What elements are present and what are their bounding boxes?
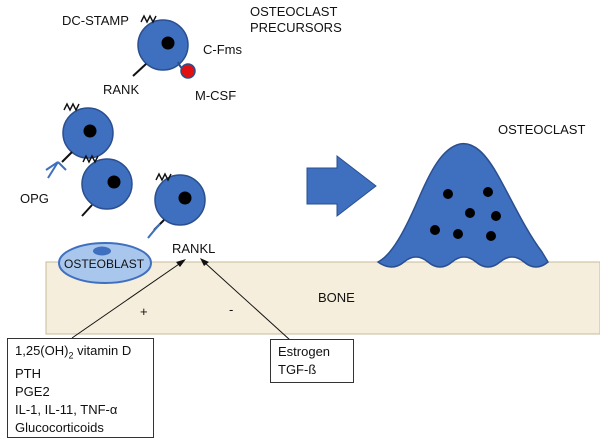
precursor-cell-middle: [81, 154, 133, 217]
inhibitor-item: Estrogen: [278, 344, 331, 359]
transition-arrow: [306, 154, 377, 218]
label-osteoblast: OSTEOBLAST: [64, 257, 145, 271]
opg-blocker: [45, 161, 67, 179]
label-plus: +: [140, 304, 148, 319]
label-rank: RANK: [103, 82, 140, 97]
label-bone: BONE: [318, 290, 355, 305]
label-dc-stamp: DC-STAMP: [62, 13, 129, 28]
label-minus: -: [229, 302, 234, 317]
precursor-cell-top: [132, 14, 196, 79]
title-line-2: PRECURSORS: [250, 20, 342, 35]
label-rankl: RANKL: [172, 241, 216, 256]
title-line-1: OSTEOCLAST: [250, 4, 338, 19]
stimulator-item: IL-1, IL-11, TNF-α: [15, 401, 118, 417]
stimulator-item: Glucocorticoids: [15, 419, 104, 435]
stimulator-vitamin-d: 1,25(OH)2 vitamin D: [15, 343, 132, 361]
stimulator-arrow: [71, 259, 186, 339]
rank-receptor: [132, 63, 147, 77]
osteoblast-cell: [58, 223, 161, 284]
label-m-csf: M-CSF: [195, 88, 237, 103]
m-csf-ligand: [180, 63, 196, 79]
rankl-ligand: [147, 223, 161, 239]
precursor-cell-left: [61, 102, 114, 163]
label-osteoclast: OSTEOCLAST: [498, 122, 586, 137]
stimulators-box: 1,25(OH)2 vitamin D PTH PGE2 IL-1, IL-11…: [7, 338, 154, 438]
inhibitor-item: TGF-ß: [278, 362, 317, 377]
label-c-fms: C-Fms: [203, 42, 242, 57]
inhibitors-box: Estrogen TGF-ß: [270, 339, 354, 383]
label-opg: OPG: [20, 191, 49, 206]
osteoclast-cell: [376, 142, 549, 268]
stimulator-item: PTH: [15, 365, 41, 381]
precursor-cell-binding: [153, 172, 206, 231]
inhibitor-arrow: [200, 258, 291, 341]
stimulator-item: PGE2: [15, 383, 50, 399]
dc-stamp-receptor: [140, 14, 157, 24]
